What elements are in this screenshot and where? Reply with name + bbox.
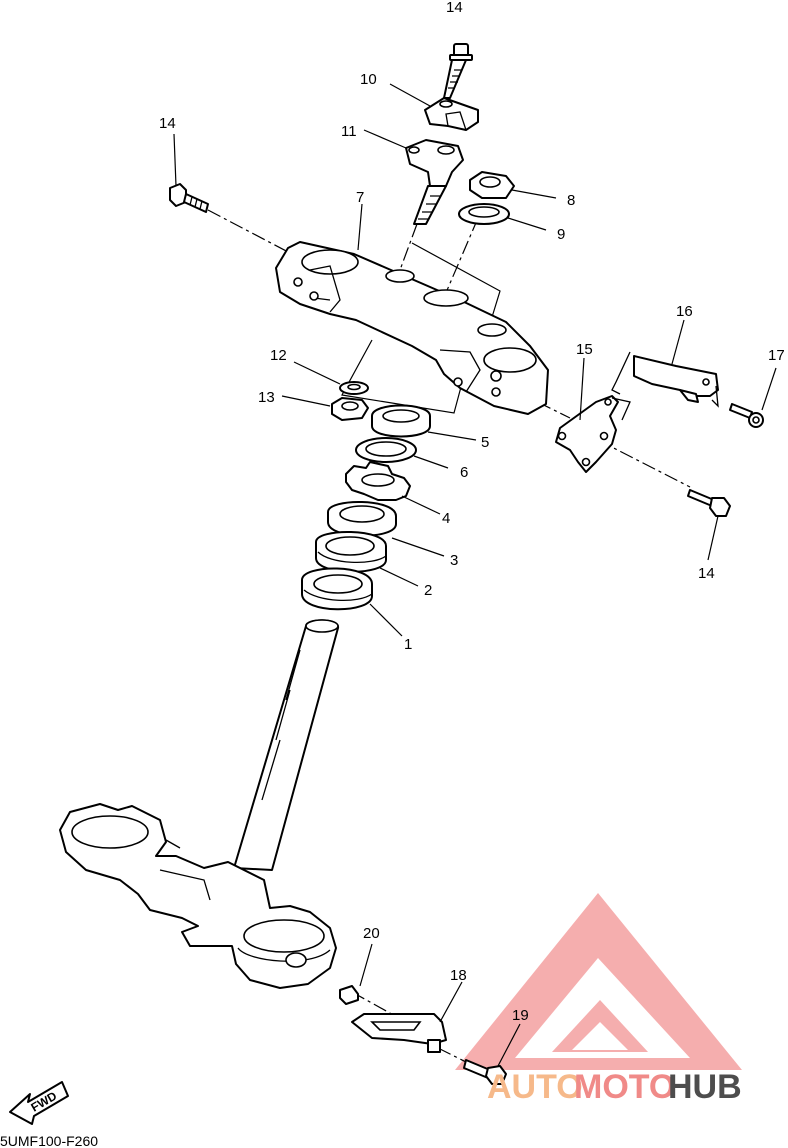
- callout-15: 15: [576, 341, 593, 358]
- bearing-seal-part-3: [327, 501, 397, 537]
- collar-part-5: [371, 404, 431, 438]
- ring-nut-part-4: [345, 461, 411, 501]
- callout-4: 4: [442, 510, 450, 527]
- bearing-part-2: [315, 530, 387, 573]
- nut-part-13: [331, 397, 369, 421]
- steering-stem: [233, 619, 339, 871]
- callout-10: 10: [360, 71, 377, 88]
- collar-part-20: [339, 985, 359, 1005]
- watermark-moto: MOTO: [574, 1068, 675, 1106]
- callout-17: 17: [768, 347, 785, 364]
- callout-11: 11: [341, 123, 357, 140]
- lower-bracket: [59, 803, 337, 989]
- bolt-part-14-top: [443, 43, 473, 99]
- bolt-part-19: [463, 1059, 507, 1085]
- callout-14-top: 14: [446, 0, 463, 16]
- watermark-hub: HUB: [668, 1068, 742, 1106]
- handlebar-cap-part-10: [424, 97, 479, 131]
- callout-19: 19: [512, 1007, 529, 1024]
- leader-lines: [173, 83, 777, 1067]
- callout-5: 5: [481, 434, 489, 451]
- handlebar-holder-part-11: [405, 139, 464, 225]
- callout-12: 12: [270, 347, 287, 364]
- callout-14-left: 14: [159, 115, 176, 132]
- bracket-part-15: [555, 395, 631, 473]
- callout-6: 6: [460, 464, 468, 481]
- callout-1: 1: [404, 636, 412, 653]
- callout-7: 7: [356, 189, 364, 206]
- watermark-auto: AUTO: [487, 1068, 583, 1106]
- callout-9: 9: [557, 226, 565, 243]
- drawing-code: 5UMF100-F260: [0, 1133, 98, 1148]
- bolt-part-14-right: [687, 489, 731, 517]
- callout-16: 16: [676, 303, 693, 320]
- washer-part-6: [355, 437, 417, 463]
- callout-numbers: 14 10 11 14 7 8 9 16 15 17 12 13 5 6 4 3…: [159, 0, 785, 1024]
- cable-guide-part-18: [351, 1013, 447, 1053]
- nut-part-8: [469, 171, 515, 199]
- washer-part-12: [339, 381, 369, 395]
- bolt-part-17: [729, 403, 764, 428]
- fwd-arrow: FWD: [9, 1081, 69, 1125]
- callout-2: 2: [424, 582, 432, 599]
- callout-13: 13: [258, 389, 275, 406]
- callout-14-right: 14: [698, 565, 715, 582]
- upper-bracket-part-7: [275, 241, 549, 415]
- callout-3: 3: [450, 552, 458, 569]
- callout-18: 18: [450, 967, 467, 984]
- bolt-part-14-left: [169, 183, 209, 213]
- clamp-part-16: [611, 351, 719, 408]
- callout-8: 8: [567, 192, 575, 209]
- watermark-text: AUTO MOTO HUB: [487, 1068, 742, 1106]
- watermark-logo: [455, 893, 742, 1070]
- callout-20: 20: [363, 925, 380, 942]
- washer-part-9: [458, 203, 510, 225]
- bearing-part-1: [301, 567, 373, 611]
